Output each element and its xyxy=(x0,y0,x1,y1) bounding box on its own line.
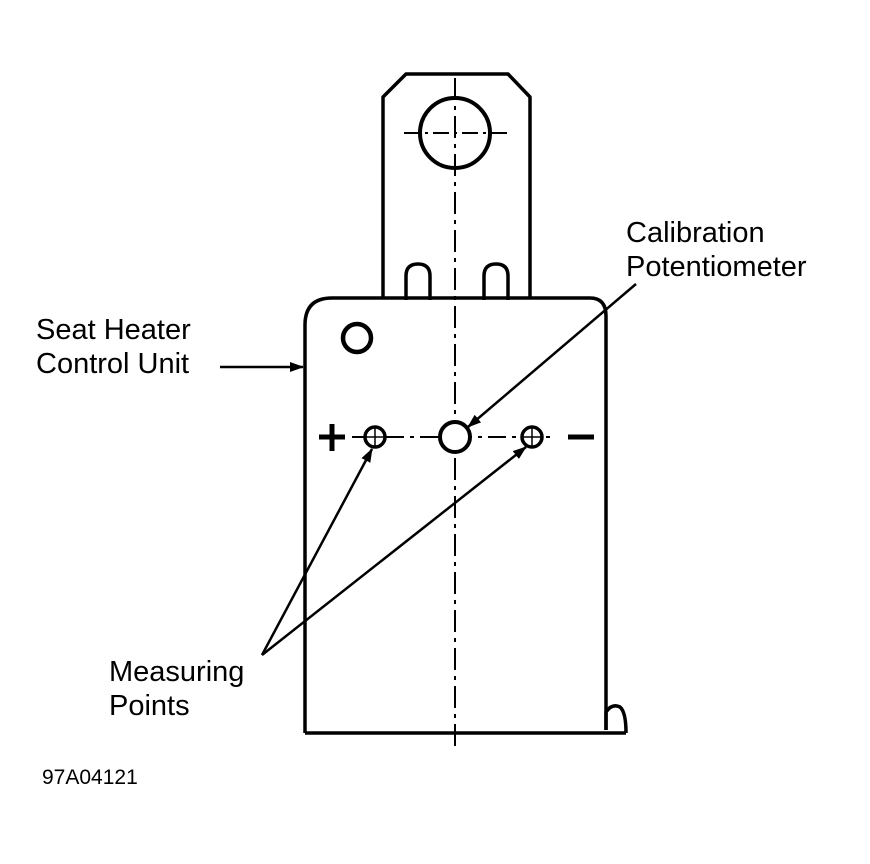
cal-label-line2: Potentiometer xyxy=(626,251,807,283)
measuring-point-left[interactable] xyxy=(363,425,387,449)
locating-hole xyxy=(340,321,374,355)
calibration-potentiometer-label: Calibration Potentiometer xyxy=(626,216,807,284)
arrow-to-calibration-potentiometer xyxy=(467,283,637,428)
plus-sign-icon xyxy=(319,424,345,451)
arrow-to-measuring-point-left xyxy=(260,448,374,656)
meas-label-line1: Measuring xyxy=(109,656,245,688)
unit-label-line1: Seat Heater xyxy=(36,314,191,346)
measuring-points-label: Measuring Points xyxy=(109,655,244,723)
figure-id: 97A04121 xyxy=(42,766,138,789)
seat-heater-control-unit-label: Seat Heater Control Unit xyxy=(36,313,191,381)
meas-label-line2: Points xyxy=(109,690,190,722)
arrow-to-measuring-point-right xyxy=(261,446,527,656)
body-corner-clip xyxy=(604,704,628,734)
measuring-point-right[interactable] xyxy=(520,425,544,449)
tab-slot-left xyxy=(404,262,432,300)
tab-slot-right xyxy=(482,262,510,300)
cal-label-line1: Calibration xyxy=(626,217,765,249)
unit-label-line2: Control Unit xyxy=(36,348,190,380)
mounting-tab xyxy=(381,72,532,298)
calibration-potentiometer[interactable] xyxy=(438,420,472,454)
